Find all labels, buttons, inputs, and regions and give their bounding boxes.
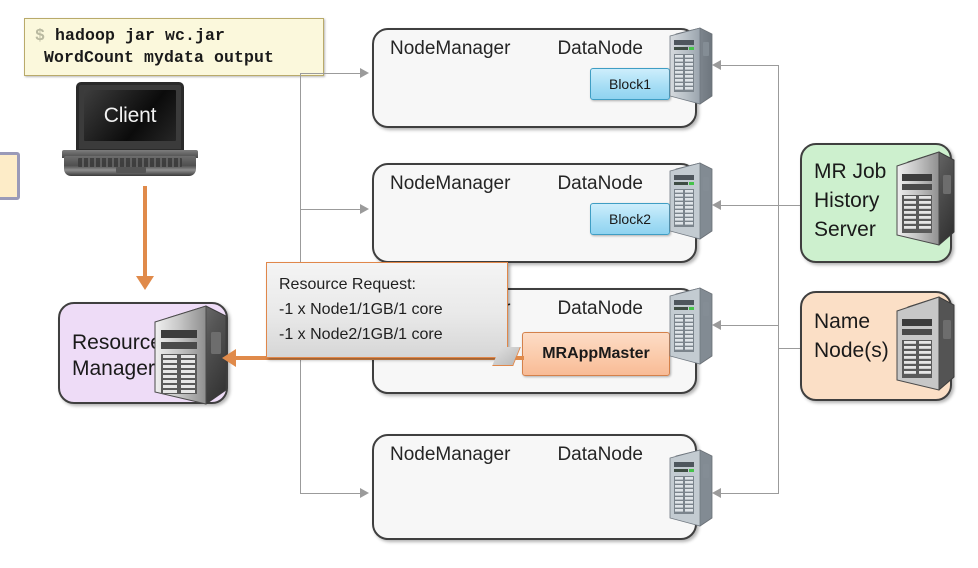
- right-stub-namenode: [778, 348, 802, 349]
- left-branch-node-2: [300, 209, 362, 210]
- datanode-label-2: DataNode: [557, 173, 643, 194]
- command-line-2: WordCount mydata output: [44, 48, 275, 67]
- shell-prompt: $: [35, 26, 46, 45]
- left-branch-node-1-arrowhead: [360, 68, 369, 78]
- mrjhs-label-line1: MR Job: [814, 160, 887, 183]
- right-stub-mrjhs: [778, 205, 802, 206]
- node-manager-box-2[interactable]: NodeManager DataNode Block2: [372, 163, 697, 263]
- right-branch-dn-1-arrowhead: [712, 60, 721, 70]
- laptop-lid: Client: [76, 82, 184, 152]
- node-manager-label-4: NodeManager: [390, 444, 511, 465]
- laptop-screen: Client: [84, 90, 176, 141]
- mrjhs-label-line3: Server: [814, 218, 876, 241]
- block-chip-2[interactable]: Block2: [590, 203, 670, 235]
- server-tower-icon-datanode-2: [668, 161, 714, 252]
- left-branch-node-1: [300, 73, 362, 74]
- datanode-label-1: DataNode: [557, 38, 643, 59]
- resource-manager-label-line1: Resource: [72, 331, 162, 354]
- block-chip-label-1: Block1: [608, 76, 652, 92]
- resource-manager-label-line2: Manager: [72, 357, 155, 380]
- resource-request-heading: Resource Request:: [279, 276, 416, 293]
- left-branch-node-2-arrowhead: [360, 204, 369, 214]
- resource-request-item-2: -1 x Node2/1GB/1 core: [279, 326, 443, 343]
- server-tower-icon-mrjhs: [895, 150, 957, 261]
- edge-sticky-note: [0, 152, 20, 200]
- datanode-label-3: DataNode: [557, 298, 643, 319]
- node-manager-box-4[interactable]: NodeManager DataNode: [372, 434, 697, 540]
- right-branch-dn-4: [718, 493, 778, 494]
- mram-to-rm-arrowhead: [222, 349, 236, 367]
- laptop-keyboard: [78, 158, 182, 167]
- right-branch-dn-3: [718, 325, 778, 326]
- mram-to-rm-line: [236, 356, 524, 360]
- command-line-1: hadoop jar wc.jar: [55, 26, 226, 45]
- server-tower-icon-namenode: [895, 295, 957, 406]
- resource-request-item-1: -1 x Node1/1GB/1 core: [279, 301, 443, 318]
- left-branch-node-4-arrowhead: [360, 488, 369, 498]
- block-chip-1[interactable]: Block1: [590, 68, 670, 100]
- client-laptop-icon: Client: [62, 82, 198, 182]
- server-tower-icon-datanode-1: [668, 26, 714, 117]
- right-branch-dn-3-arrowhead: [712, 320, 721, 330]
- namenode-label-line2: Node(s): [814, 339, 889, 362]
- datanode-label-4: DataNode: [557, 444, 643, 465]
- server-tower-icon-resource-manager: [152, 304, 230, 419]
- client-to-rm-line: [143, 186, 147, 278]
- node-manager-box-1[interactable]: NodeManager DataNode Block1: [372, 28, 697, 128]
- right-branch-dn-1: [718, 65, 778, 66]
- laptop-hinge: [62, 150, 198, 158]
- server-tower-icon-datanode-3: [668, 286, 714, 377]
- node-manager-label-2: NodeManager: [390, 173, 511, 194]
- client-to-rm-arrowhead: [136, 276, 154, 290]
- command-callout: $ hadoop jar wc.jar WordCount mydata out…: [24, 18, 324, 76]
- right-branch-dn-2-arrowhead: [712, 200, 721, 210]
- right-branch-dn-4-arrowhead: [712, 488, 721, 498]
- left-branch-node-4: [300, 493, 362, 494]
- laptop-trackpad: [116, 167, 146, 173]
- mrappmaster-chip[interactable]: MRAppMaster: [522, 332, 670, 376]
- block-chip-label-2: Block2: [608, 211, 652, 227]
- mrjhs-label-line2: History: [814, 189, 880, 212]
- mrappmaster-label: MRAppMaster: [542, 345, 650, 362]
- client-label: Client: [103, 103, 157, 127]
- right-bus-line: [778, 65, 779, 494]
- node-manager-label-1: NodeManager: [390, 38, 511, 59]
- server-tower-icon-datanode-4: [668, 448, 714, 539]
- namenode-label-line1: Name: [814, 310, 871, 333]
- resource-request-callout: Resource Request: -1 x Node1/1GB/1 core …: [266, 262, 521, 366]
- laptop-base: [64, 156, 196, 176]
- right-branch-dn-2: [718, 205, 778, 206]
